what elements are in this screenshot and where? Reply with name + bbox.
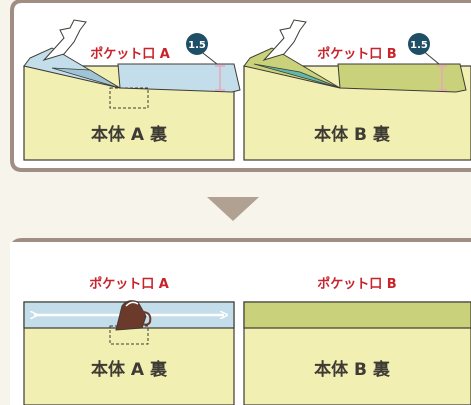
bottom-pocket-a-opening-marker bbox=[109, 325, 149, 345]
pocket-b-label: ポケット口 B bbox=[317, 46, 396, 62]
down-triangle-icon bbox=[207, 197, 259, 221]
bottom-body-b-label: 本体 B 裏 bbox=[314, 359, 391, 380]
pocket-a-strip bbox=[117, 63, 241, 93]
iron-icon bbox=[115, 300, 152, 331]
top-panel: 1.5 ポケット口 A 本体 A 裏 1.5 ポケット口 B 本体 B 裏 bbox=[10, 0, 471, 172]
pocket-b-fold-inner bbox=[253, 63, 341, 89]
body-b-label: 本体 B 裏 bbox=[314, 124, 391, 145]
bottom-panel: ポケット口 A 本体 A 裏 ポケット口 B 本体 B 裏 bbox=[10, 238, 471, 405]
bottom-body-a-label: 本体 A 裏 bbox=[91, 359, 168, 380]
bottom-pocket-a-label: ポケット口 A bbox=[89, 276, 169, 292]
top-piece-b: 1.5 ポケット口 B 本体 B 裏 bbox=[243, 19, 471, 161]
badge-a-text: 1.5 bbox=[188, 40, 206, 51]
hand-a-icon bbox=[42, 19, 87, 61]
hand-b-icon bbox=[262, 19, 307, 61]
pocket-a-label: ポケット口 A bbox=[90, 46, 170, 62]
bottom-piece-a: ポケット口 A 本体 A 裏 bbox=[23, 276, 235, 405]
pocket-a-opening-marker bbox=[109, 87, 149, 109]
badge-b bbox=[408, 33, 430, 55]
pocket-a-fold-shadow bbox=[51, 67, 121, 89]
body-a-label: 本体 A 裏 bbox=[91, 124, 168, 145]
bottom-pocket-b-label: ポケット口 B bbox=[317, 276, 396, 292]
top-piece-a: 1.5 ポケット口 A 本体 A 裏 bbox=[23, 19, 241, 161]
bottom-piece-b: ポケット口 B 本体 B 裏 bbox=[243, 276, 471, 405]
pocket-b-strip bbox=[337, 63, 467, 93]
bottom-pocket-b-strip bbox=[243, 301, 471, 329]
badge-b-text: 1.5 bbox=[410, 40, 428, 51]
badge-a bbox=[186, 33, 208, 55]
